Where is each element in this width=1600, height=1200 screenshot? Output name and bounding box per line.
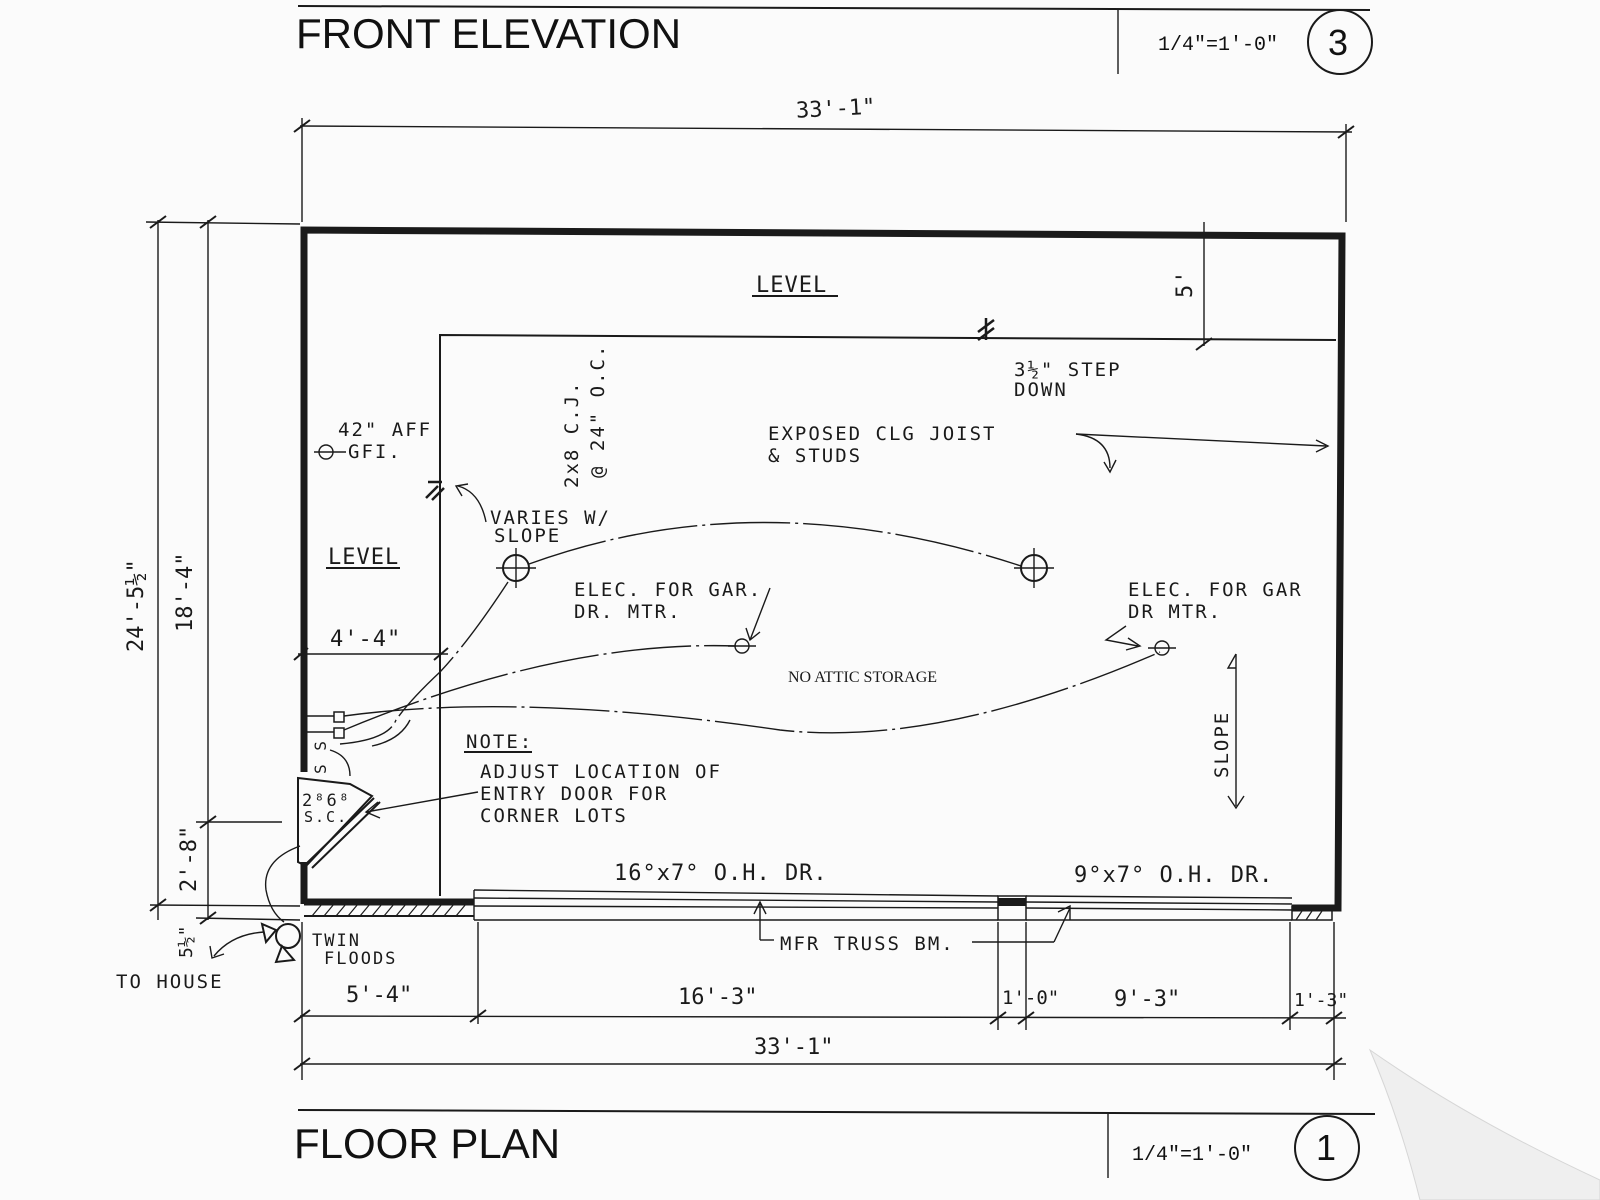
truss-beam-leader [753, 900, 1071, 943]
label-ohd-large: 16°x7° O.H. DR. [614, 861, 828, 886]
wall-hatch-left [311, 903, 467, 917]
dim-bottom-seg-2: 16'-3" [678, 985, 757, 1010]
label-elec2-line2: DR MTR. [1128, 601, 1222, 623]
label-floods-line2: FLOODS [324, 949, 397, 969]
wire-lights [528, 521, 1022, 567]
label-step-line1: 3½" STEP [1014, 359, 1122, 381]
dim-bottom-seg-5: 1'-3" [1294, 990, 1348, 1011]
label-switch: S S [311, 739, 330, 774]
label-ohd-small: 9°x7° O.H. DR. [1074, 863, 1273, 888]
label-varies-line1: VARIES W/ [490, 507, 611, 529]
label-varies-line2: SLOPE [494, 525, 561, 547]
floor-plan-number: 1 [1316, 1127, 1336, 1168]
label-elec2-line1: ELEC. FOR GAR [1128, 579, 1303, 601]
dim-left-small-text: 5½" [176, 925, 197, 958]
dim-overall-bottom-text: 33'-1" [754, 1035, 833, 1060]
label-no-attic-storage: NO ATTIC STORAGE [788, 669, 937, 686]
overhead-door-large [473, 889, 999, 921]
label-floods-line1: TWIN [312, 931, 361, 951]
step-down-line [293, 222, 1337, 896]
garage-walls [300, 226, 1346, 921]
label-note-title: NOTE: [466, 731, 533, 753]
dim-left-lower-text: 2'-8" [177, 826, 202, 892]
label-elec1-line1: ELEC. FOR GAR. [574, 579, 762, 601]
label-note-line1: ADJUST LOCATION OF [480, 761, 722, 783]
label-joists-line2: @ 24" O.C. [587, 344, 609, 478]
label-level-left: LEVEL [328, 545, 399, 570]
floor-plan-title-block: FLOOR PLAN 1/4"=1'-0" 1 [294, 1109, 1376, 1181]
dim-bottom-seg-1: 5'-4" [346, 983, 412, 1008]
ceiling-light-right-icon [1014, 548, 1054, 588]
ceiling-light-left-icon [496, 548, 536, 588]
label-to-house: TO HOUSE [116, 971, 224, 993]
wire-light-switch [339, 581, 509, 745]
dim-bottom-seg-3: 1'-0" [1002, 987, 1059, 1009]
switch-box-icons [306, 711, 345, 739]
dimension-bottom-chain [293, 922, 1347, 1080]
paper-curl [1368, 1048, 1600, 1200]
label-door-type: S.C. [304, 808, 348, 826]
gfi-outlet-icon [314, 444, 346, 460]
label-door-size: 2⁸6⁸ [302, 791, 351, 811]
front-elevation-title-block: FRONT ELEVATION 1/4"=1'-0" 3 [296, 5, 1373, 75]
label-note-line3: CORNER LOTS [480, 805, 628, 827]
floor-plan-title: FLOOR PLAN [294, 1120, 560, 1167]
front-elevation-title: FRONT ELEVATION [296, 10, 681, 57]
label-note-line2: ENTRY DOOR FOR [480, 783, 668, 805]
front-elevation-number: 3 [1328, 22, 1348, 63]
dim-left-overall-text: 24'-5½" [124, 559, 149, 652]
door-motor-outlet-2-icon [1148, 640, 1176, 656]
dim-side-offset-text: 4'-4" [330, 627, 401, 652]
label-gfi-line2: GFI. [348, 441, 402, 463]
label-exposed-line2: & STUDS [768, 445, 862, 467]
dim-bottom-seg-4: 9'-3" [1114, 987, 1180, 1012]
floor-plan-scale: 1/4"=1'-0" [1132, 1144, 1252, 1167]
dim-left-upper-text: 18'-4" [173, 553, 198, 632]
label-joists-line1: 2x8 C.J. [561, 380, 583, 488]
label-exposed-line1: EXPOSED CLG JOIST [768, 423, 996, 445]
door-motor-outlet-1-icon [728, 638, 756, 654]
label-elec1-line2: DR. MTR. [574, 601, 682, 623]
wire-motor-1 [343, 644, 737, 731]
label-slope: SLOPE [1211, 711, 1233, 778]
wire-motor-2 [343, 651, 1161, 734]
label-step-line2: DOWN [1014, 379, 1068, 401]
twin-floods-icon [260, 845, 301, 964]
slope-arrow-icon [1226, 653, 1245, 810]
dim-overall-top-text: 33'-1" [795, 95, 876, 124]
label-truss-beam: MFR TRUSS BM. [780, 933, 955, 955]
front-elevation-scale: 1/4"=1'-0" [1158, 34, 1278, 57]
dimension-overall-top: 33'-1" [293, 95, 1355, 222]
sheet-number-bubble-1 [1294, 1115, 1360, 1181]
dimension-left-chain: 24'-5½" 18'-4" 2'-8" 5½" [124, 215, 301, 958]
label-gfi-line1: 42" AFF [338, 419, 432, 441]
dim-step-offset-text: 5' [1173, 270, 1198, 299]
label-level-top: LEVEL [756, 273, 827, 298]
sheet-number-bubble-3 [1307, 9, 1373, 75]
